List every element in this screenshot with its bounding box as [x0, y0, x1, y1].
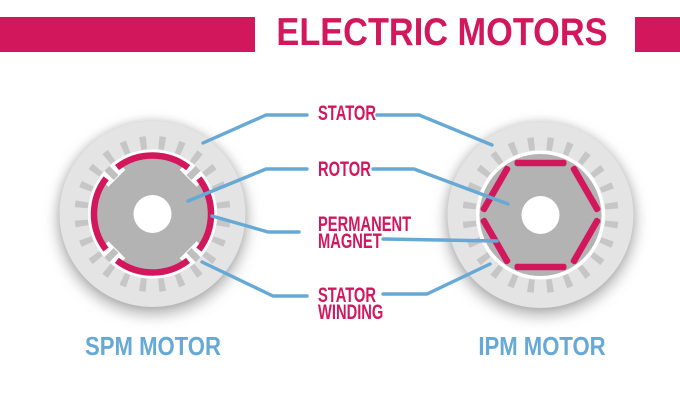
stator-winding-label: STATOR WINDING [318, 284, 384, 324]
callout-line-stator-right [375, 113, 494, 147]
spm-shaft-hole [133, 195, 172, 233]
callout-line-permanent-magnet-left [210, 214, 301, 234]
callout-line-rotor-right [371, 167, 510, 206]
callout-lines [186, 113, 510, 298]
permanent-magnet-label: PERMANENT MAGNET [318, 213, 412, 253]
callout-line-stator-left [201, 113, 309, 145]
spm-rotor-pole-tabs [104, 165, 201, 263]
page-title: ELECTRIC MOTORS [276, 11, 608, 54]
ipm-shaft-hole [521, 196, 560, 234]
callout-line-stator-winding-right [381, 262, 492, 296]
rotor-label: ROTOR [318, 158, 371, 181]
ipm-embedded-magnet-bars [480, 159, 601, 271]
callout-line-rotor-left [186, 167, 309, 203]
title-bar-right [635, 17, 680, 52]
spm-motor-drawing [59, 121, 246, 307]
ipm-motor-drawing [447, 122, 634, 308]
spm-motor-label: SPM MOTOR [85, 331, 221, 361]
stator-label: STATOR [318, 102, 376, 125]
callout-line-stator-winding-left [200, 260, 309, 298]
ipm-motor-label: IPM MOTOR [478, 331, 606, 361]
callout-line-permanent-magnet-right [381, 237, 499, 243]
title-bar-left [0, 17, 255, 52]
